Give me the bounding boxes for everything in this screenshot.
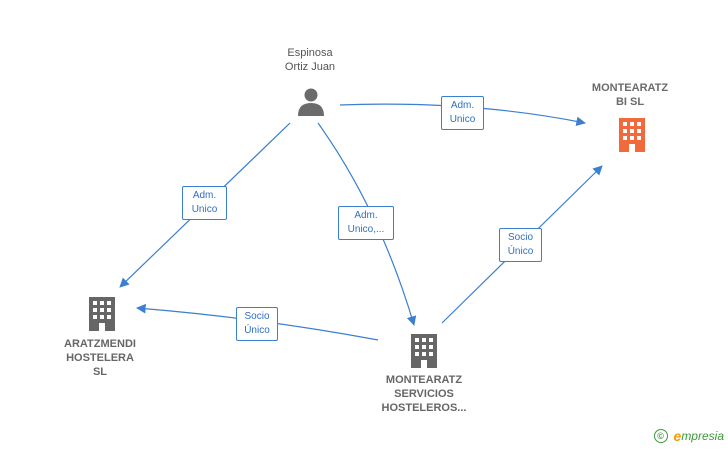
person-label[interactable]: Espinosa Ortiz Juan — [284, 47, 336, 73]
brand-e: e — [673, 428, 682, 444]
montearatz-bi-label[interactable]: MONTEARATZ BI SL — [591, 82, 669, 108]
edge-label-servicios-to-aratzmendi[interactable]: Socio Único — [236, 307, 278, 341]
brand-name: mpresia — [681, 429, 724, 443]
edge-label-servicios-to-bi[interactable]: Socio Único — [499, 228, 542, 262]
building-icon[interactable] — [616, 116, 648, 152]
building-icon[interactable] — [86, 295, 118, 331]
edge-label-person-to-bi[interactable]: Adm. Unico — [441, 96, 484, 130]
aratzmendi-label[interactable]: ARATZMENDI HOSTELERA SL — [64, 338, 136, 378]
building-icon[interactable] — [408, 332, 440, 368]
person-icon[interactable] — [296, 86, 326, 116]
copyright-icon: © — [653, 429, 668, 443]
edge-label-person-to-servicios[interactable]: Adm. Unico,... — [338, 206, 394, 240]
montearatz-servicios-label[interactable]: MONTEARATZ SERVICIOS HOSTELEROS... — [381, 374, 467, 414]
edge-label-person-to-aratzmendi[interactable]: Adm. Unico — [182, 186, 227, 220]
